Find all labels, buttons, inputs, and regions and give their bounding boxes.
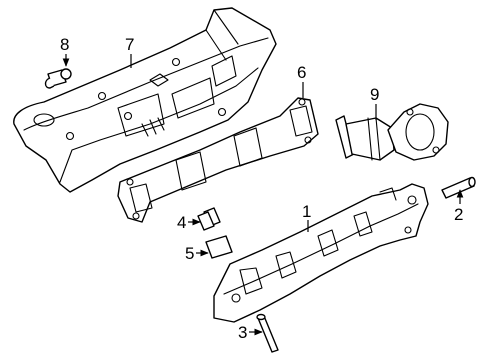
callout-1: 1 [302, 202, 311, 221]
stud-part-2 [441, 176, 476, 199]
callout-4: 4 [177, 213, 186, 232]
callout-8: 8 [60, 35, 69, 54]
callout-9: 9 [370, 85, 379, 104]
heat-shield [13, 7, 277, 193]
exhaust-pipe [335, 103, 449, 161]
leader-lines [62, 54, 464, 336]
gasket-part-5 [205, 235, 233, 259]
callout-5: 5 [185, 244, 194, 263]
callout-2: 2 [454, 205, 463, 224]
exhaust-manifold [213, 183, 429, 323]
callout-6: 6 [297, 63, 306, 82]
callout-labels: 8 7 6 9 1 2 3 4 5 [60, 35, 463, 342]
clip-part-4 [197, 207, 221, 231]
manifold-gasket [117, 97, 319, 223]
callout-7: 7 [125, 35, 134, 54]
sensor-part [44, 68, 72, 89]
stud-part-3 [256, 313, 279, 353]
callout-3: 3 [238, 323, 247, 342]
